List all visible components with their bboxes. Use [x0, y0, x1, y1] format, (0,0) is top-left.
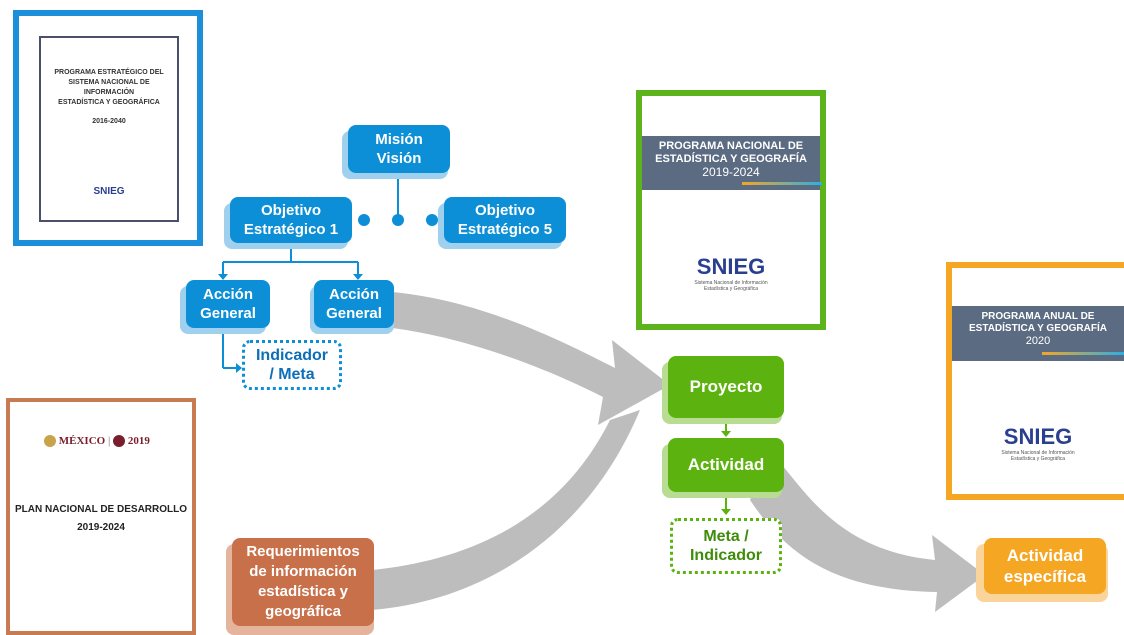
accion2-line: General	[326, 305, 382, 322]
pneg-title-line: ESTADÍSTICA Y GEOGRAFÍA	[655, 153, 807, 165]
especifica-line: específica	[1003, 567, 1087, 586]
pnd-header-right: 2019	[127, 435, 150, 447]
mision-label: Misión	[375, 131, 423, 148]
meta-line: Meta /	[703, 528, 749, 545]
pe-title-line: SISTEMA NACIONAL DE	[68, 79, 150, 86]
snieg-subtitle: Estadística y Geográfica	[703, 286, 759, 292]
pnd-cover: MÉXICO | 2019 PLAN NACIONAL DE DESARROLL…	[6, 398, 196, 635]
objetivo5-line: Objetivo	[474, 202, 535, 219]
pnd-years: 2019-2024	[77, 522, 125, 533]
accion1-line: Acción	[202, 286, 253, 303]
actividad-box: Actividad	[668, 438, 784, 492]
pnd-title: PLAN NACIONAL DE DESARROLLO	[14, 504, 188, 515]
especifica-line: Actividad	[1006, 546, 1084, 565]
snieg-subtitle: Sistema Nacional de Información	[694, 280, 768, 286]
mexico-seal-icon	[44, 435, 56, 448]
snieg-subtitle: Sistema Nacional de Información	[1001, 450, 1075, 456]
snieg-logo-icon: SNIEG	[93, 186, 125, 197]
actividad-especifica-box: Actividad específica	[984, 538, 1106, 594]
requerimientos-line: estadística y	[257, 583, 349, 600]
pneg-cover: PROGRAMA NACIONAL DE ESTADÍSTICA Y GEOGR…	[636, 90, 826, 330]
pe-title-line: INFORMACIÓN	[83, 89, 135, 96]
objetivo1-line: Estratégico 1	[243, 221, 339, 238]
arrow-accion-to-proyecto	[392, 292, 670, 425]
snieg-logo-icon: SNIEG	[1003, 424, 1073, 449]
meta-line: Indicador	[689, 547, 762, 564]
snieg-subtitle: Estadística y Geográfica	[1010, 456, 1066, 462]
paeg-title-line: PROGRAMA ANUAL DE	[981, 311, 1095, 322]
proyecto-label: Proyecto	[689, 377, 763, 396]
objetivo5-line: Estratégico 5	[457, 221, 553, 238]
pneg-years: 2019-2024	[702, 165, 760, 179]
pe-years: 2016-2040	[92, 118, 126, 125]
pe-title-line: PROGRAMA ESTRATÉGICO DEL	[54, 69, 164, 76]
paeg-cover: PROGRAMA ANUAL DE ESTADÍSTICA Y GEOGRAFÍ…	[946, 262, 1124, 500]
requerimientos-line: de información	[249, 563, 357, 580]
pnd-header-left: MÉXICO	[58, 435, 106, 447]
requerimientos-line: geográfica	[265, 603, 341, 620]
objetivo1-line: Objetivo	[260, 202, 321, 219]
indicador-meta-box: Indicador / Meta	[242, 340, 342, 390]
pe-title-line: ESTADÍSTICA Y GEOGRÁFICA	[58, 99, 160, 106]
accion1-line: General	[200, 305, 256, 322]
paeg-years: 2020	[1025, 335, 1051, 347]
requerimientos-line: Requerimientos	[246, 543, 360, 560]
actividad-label: Actividad	[687, 455, 765, 474]
proyecto-box: Proyecto	[668, 356, 784, 418]
accion2-line: Acción	[328, 286, 379, 303]
indicador-line: / Meta	[269, 366, 315, 383]
requerimientos-box: Requerimientos de información estadístic…	[232, 538, 374, 626]
vision-label: Visión	[376, 150, 422, 167]
pe-snieg-cover: PROGRAMA ESTRATÉGICO DEL SISTEMA NACIONA…	[13, 10, 203, 246]
paeg-title-line: ESTADÍSTICA Y GEOGRAFÍA	[969, 323, 1107, 334]
indicador-line: Indicador	[255, 347, 328, 364]
meta-indicador-box: Meta / Indicador	[670, 518, 782, 574]
pneg-title-line: PROGRAMA NACIONAL DE	[658, 140, 804, 152]
arrow-actividad-to-especifica	[750, 452, 985, 612]
pnd-header-icon	[113, 435, 126, 448]
arrow-requerimientos-to-proyecto	[372, 410, 640, 610]
snieg-logo-icon: SNIEG	[696, 254, 766, 279]
